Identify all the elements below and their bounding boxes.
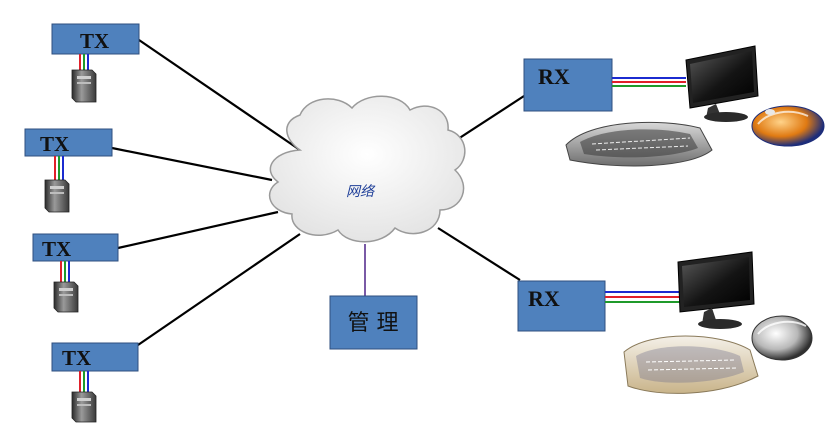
rx2-box xyxy=(517,280,606,332)
rx2-keyboard-icon xyxy=(623,335,759,394)
link-tx3-cloud xyxy=(117,210,279,250)
tx1-box xyxy=(51,23,140,55)
link-tx2-cloud xyxy=(111,146,273,182)
rx2-mouse-icon xyxy=(751,315,813,361)
tx3-label: TX xyxy=(42,237,71,261)
rx1-label: RX xyxy=(538,64,570,89)
cloud-label: 网络 xyxy=(346,184,376,200)
rx2-label: RX xyxy=(528,286,560,311)
link-tx4-cloud xyxy=(137,233,301,346)
receiver-2: RX xyxy=(517,251,813,394)
transmitter-4: TX xyxy=(51,342,139,423)
rx2-monitor-icon xyxy=(677,251,755,329)
manager-node: 管 理 xyxy=(329,295,418,350)
tx1-label: TX xyxy=(80,29,109,53)
manager-box xyxy=(329,295,418,350)
link-cloud-rx2 xyxy=(437,227,521,281)
rx1-box xyxy=(523,58,613,112)
tx3-box xyxy=(32,233,119,262)
link-tx1-cloud xyxy=(138,39,301,151)
tx3-computer-icon xyxy=(53,281,79,313)
rx1-keyboard-icon xyxy=(565,121,713,167)
tx1-computer-icon xyxy=(71,69,97,103)
tx2-label: TX xyxy=(40,132,69,156)
network-cloud: 网络 xyxy=(268,95,466,243)
rx1-mouse-icon xyxy=(751,105,825,147)
tx4-box xyxy=(51,342,139,372)
manager-label: 管 理 xyxy=(348,311,399,336)
tx4-label: TX xyxy=(62,346,91,370)
tx2-computer-icon xyxy=(44,179,70,213)
transmitter-3: TX xyxy=(32,233,119,313)
tx4-computer-icon xyxy=(71,391,97,423)
transmitter-2: TX xyxy=(24,128,113,213)
rx1-monitor-icon xyxy=(685,45,759,122)
receiver-1: RX xyxy=(523,45,825,167)
tx2-box xyxy=(24,128,113,157)
transmitter-1: TX xyxy=(51,23,140,103)
